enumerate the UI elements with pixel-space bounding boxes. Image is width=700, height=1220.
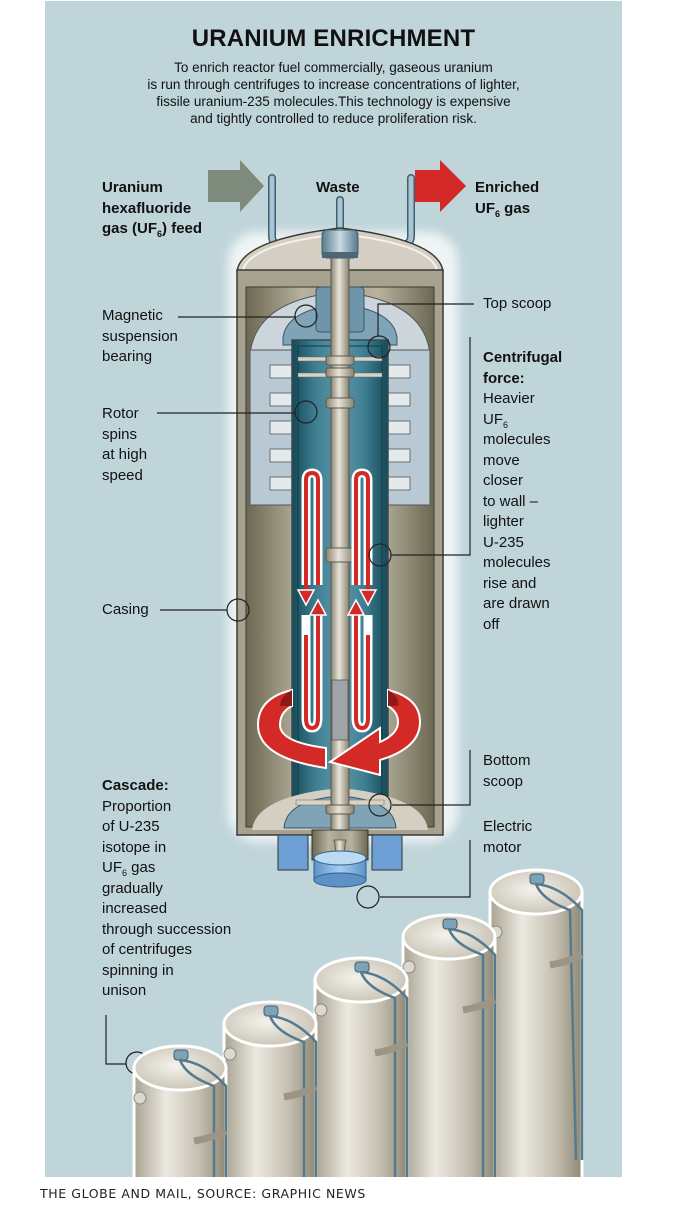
label-line: closer (483, 472, 524, 489)
label-enriched-text: gas (500, 199, 531, 217)
label-line: molecules (483, 431, 551, 448)
label-cascade: Cascade: Proportion of U-235 isotope in … (102, 776, 231, 1002)
label-line: gradually (102, 879, 163, 897)
label-line: Bottom (483, 752, 531, 769)
label-line: suspension (102, 327, 178, 345)
enriched-arrow-icon (415, 160, 466, 212)
label-line: spinning in (102, 961, 174, 979)
flow-arrow-icon (301, 468, 373, 733)
label-line: Heavier (483, 390, 535, 407)
label-heading: Centrifugal (483, 349, 563, 366)
label-waste: Waste (316, 179, 360, 196)
label-line: move (483, 451, 520, 469)
label-line: are drawn (483, 595, 550, 612)
intro-line: is run through centrifuges to increase c… (147, 77, 520, 92)
label-line: to wall – (483, 492, 539, 510)
label-feed-text: ) feed (162, 220, 203, 237)
label-line: at high (102, 446, 148, 463)
label-line: spins (102, 425, 138, 443)
label-feed-line: hexafluoride (102, 199, 192, 217)
label-feed-text: gas (UF (102, 220, 158, 237)
cascade-centrifuge (488, 868, 584, 1184)
label-feed-line: Uranium (102, 179, 163, 196)
cascade-centrifuge (222, 1000, 318, 1201)
page-title: URANIUM ENRICHMENT (191, 25, 476, 52)
label-line: rise and (483, 574, 537, 592)
label-line: isotope in (102, 838, 167, 856)
label-line: UF6 gas (102, 858, 231, 879)
label-feed: Uranium hexafluoride gas (UF6) feed (102, 178, 202, 240)
label-line: Magnetic (102, 307, 163, 324)
footer-credit: THE GLOBE AND MAIL, SOURCE: GRAPHIC NEWS (40, 1186, 366, 1201)
label-enriched-line: UF6 gas (475, 199, 539, 220)
label-enriched-text: UF (475, 199, 495, 217)
subscript: 6 (495, 208, 501, 219)
label-line: scoop (483, 772, 524, 790)
label-line: motor (483, 838, 522, 856)
label-line: off (483, 615, 500, 633)
cascade-centrifuge (313, 956, 409, 1202)
label-line: Electric (483, 818, 533, 835)
label-line: lighter (483, 513, 524, 530)
subscript: 6 (503, 419, 509, 430)
label-line: molecules (483, 554, 551, 571)
subscript: 6 (122, 868, 128, 878)
cascade-centrifuge (401, 913, 497, 1201)
label-feed-line: gas (UF6) feed (102, 219, 202, 240)
label-line: bearing (102, 348, 153, 365)
label-line: Proportion (102, 797, 172, 815)
label-line: increased (102, 900, 168, 917)
label-line: speed (102, 466, 143, 484)
intro-line: fissile uranium-235 molecules.This techn… (156, 94, 511, 109)
label-rotor: Rotor spins at high speed (102, 404, 147, 486)
label-text: UF (483, 410, 503, 428)
label-line: of centrifuges (102, 941, 193, 958)
label-line: U-235 (483, 533, 524, 551)
label-line: of U-235 (102, 818, 160, 835)
cascade-centrifuges (132, 868, 584, 1202)
label-line: UF6 (483, 410, 562, 431)
rotation-arrow-icon (256, 688, 422, 777)
intro-line: and tightly controlled to reduce prolife… (190, 111, 477, 126)
electric-motor (313, 850, 367, 888)
label-enriched-line: Enriched (475, 179, 540, 196)
label-text: gas (127, 859, 156, 876)
label-line: Rotor (102, 405, 139, 422)
cascade-centrifuge (132, 1044, 228, 1201)
leader-lines (105, 303, 474, 1075)
intro-line: To enrich reactor fuel commercially, gas… (174, 60, 493, 75)
subscript: 6 (157, 229, 163, 239)
label-bottom-scoop: Bottom scoop (483, 751, 531, 792)
label-heading: force: (483, 369, 525, 387)
label-electric-motor: Electric motor (483, 817, 532, 858)
label-centrifugal-force: Centrifugal force: Heavier UF6 molecules… (483, 348, 562, 635)
label-enriched: Enriched UF6 gas (475, 178, 539, 219)
feed-arrow-icon (208, 160, 264, 212)
label-text: UF (102, 859, 122, 876)
intro-text: To enrich reactor fuel commercially, gas… (65, 59, 602, 127)
motor-mount (277, 834, 309, 871)
label-line: through succession (102, 920, 232, 938)
label-heading: Cascade: (102, 777, 169, 794)
label-top-scoop: Top scoop (483, 295, 552, 312)
label-magnetic-bearing: Magnetic suspension bearing (102, 306, 178, 368)
label-casing: Casing (102, 601, 149, 618)
label-line: unison (102, 982, 147, 999)
flow-arrowheads (296, 589, 378, 616)
